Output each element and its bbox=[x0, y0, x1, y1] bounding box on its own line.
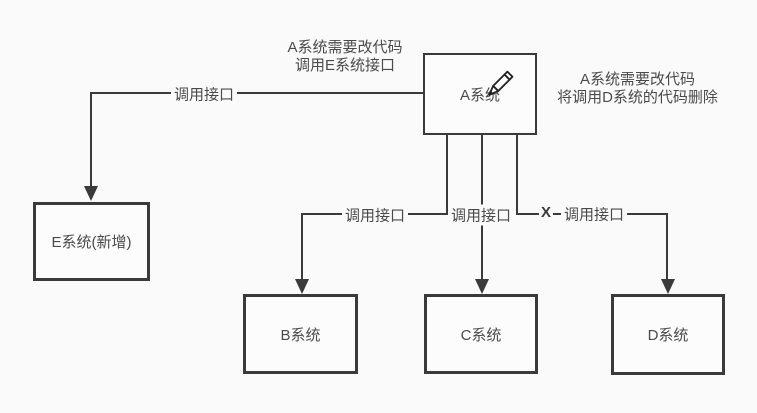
edge-label-a-d: 调用接口 bbox=[560, 203, 628, 225]
pencil-icon bbox=[488, 70, 514, 96]
annotation-line: A系统需要改代码 bbox=[287, 39, 403, 56]
node-d-system[interactable]: D系统 bbox=[611, 294, 725, 375]
edge-a-b-line bbox=[446, 135, 448, 215]
node-label: D系统 bbox=[647, 327, 689, 344]
annotation-line: A系统需要改代码 bbox=[579, 71, 695, 88]
node-label: A系统 bbox=[459, 86, 500, 104]
annotation-call-e: A系统需要改代码 调用E系统接口 bbox=[245, 39, 445, 75]
annotation-delete-d: A系统需要改代码 将调用D系统的代码删除 bbox=[535, 71, 740, 107]
annotation-line: 调用E系统接口 bbox=[294, 57, 395, 74]
edge-a-e-line bbox=[90, 92, 92, 187]
edge-a-d-line bbox=[666, 213, 668, 281]
edge-label-a-b: 调用接口 bbox=[341, 204, 409, 226]
node-label: C系统 bbox=[460, 326, 502, 344]
arrowhead-icon bbox=[475, 279, 489, 294]
node-label: B系统 bbox=[280, 326, 321, 344]
edge-a-b-line bbox=[301, 213, 303, 281]
node-b-system[interactable]: B系统 bbox=[243, 294, 358, 374]
node-a-system[interactable]: A系统 bbox=[423, 53, 537, 135]
arrowhead-icon bbox=[295, 279, 309, 294]
annotation-line: 将调用D系统的代码删除 bbox=[557, 89, 718, 106]
delete-x-marker: X bbox=[538, 203, 554, 221]
edge-label-a-e: 调用接口 bbox=[170, 83, 238, 105]
arrowhead-icon bbox=[84, 186, 98, 201]
edge-label-a-c: 调用接口 bbox=[447, 204, 515, 226]
node-c-system[interactable]: C系统 bbox=[424, 294, 538, 374]
node-e-system[interactable]: E系统(新增) bbox=[33, 202, 150, 281]
node-label: E系统(新增) bbox=[51, 234, 132, 251]
edge-a-d-line bbox=[516, 135, 518, 215]
arrowhead-icon bbox=[661, 279, 675, 294]
edge-a-e-line bbox=[91, 92, 423, 94]
